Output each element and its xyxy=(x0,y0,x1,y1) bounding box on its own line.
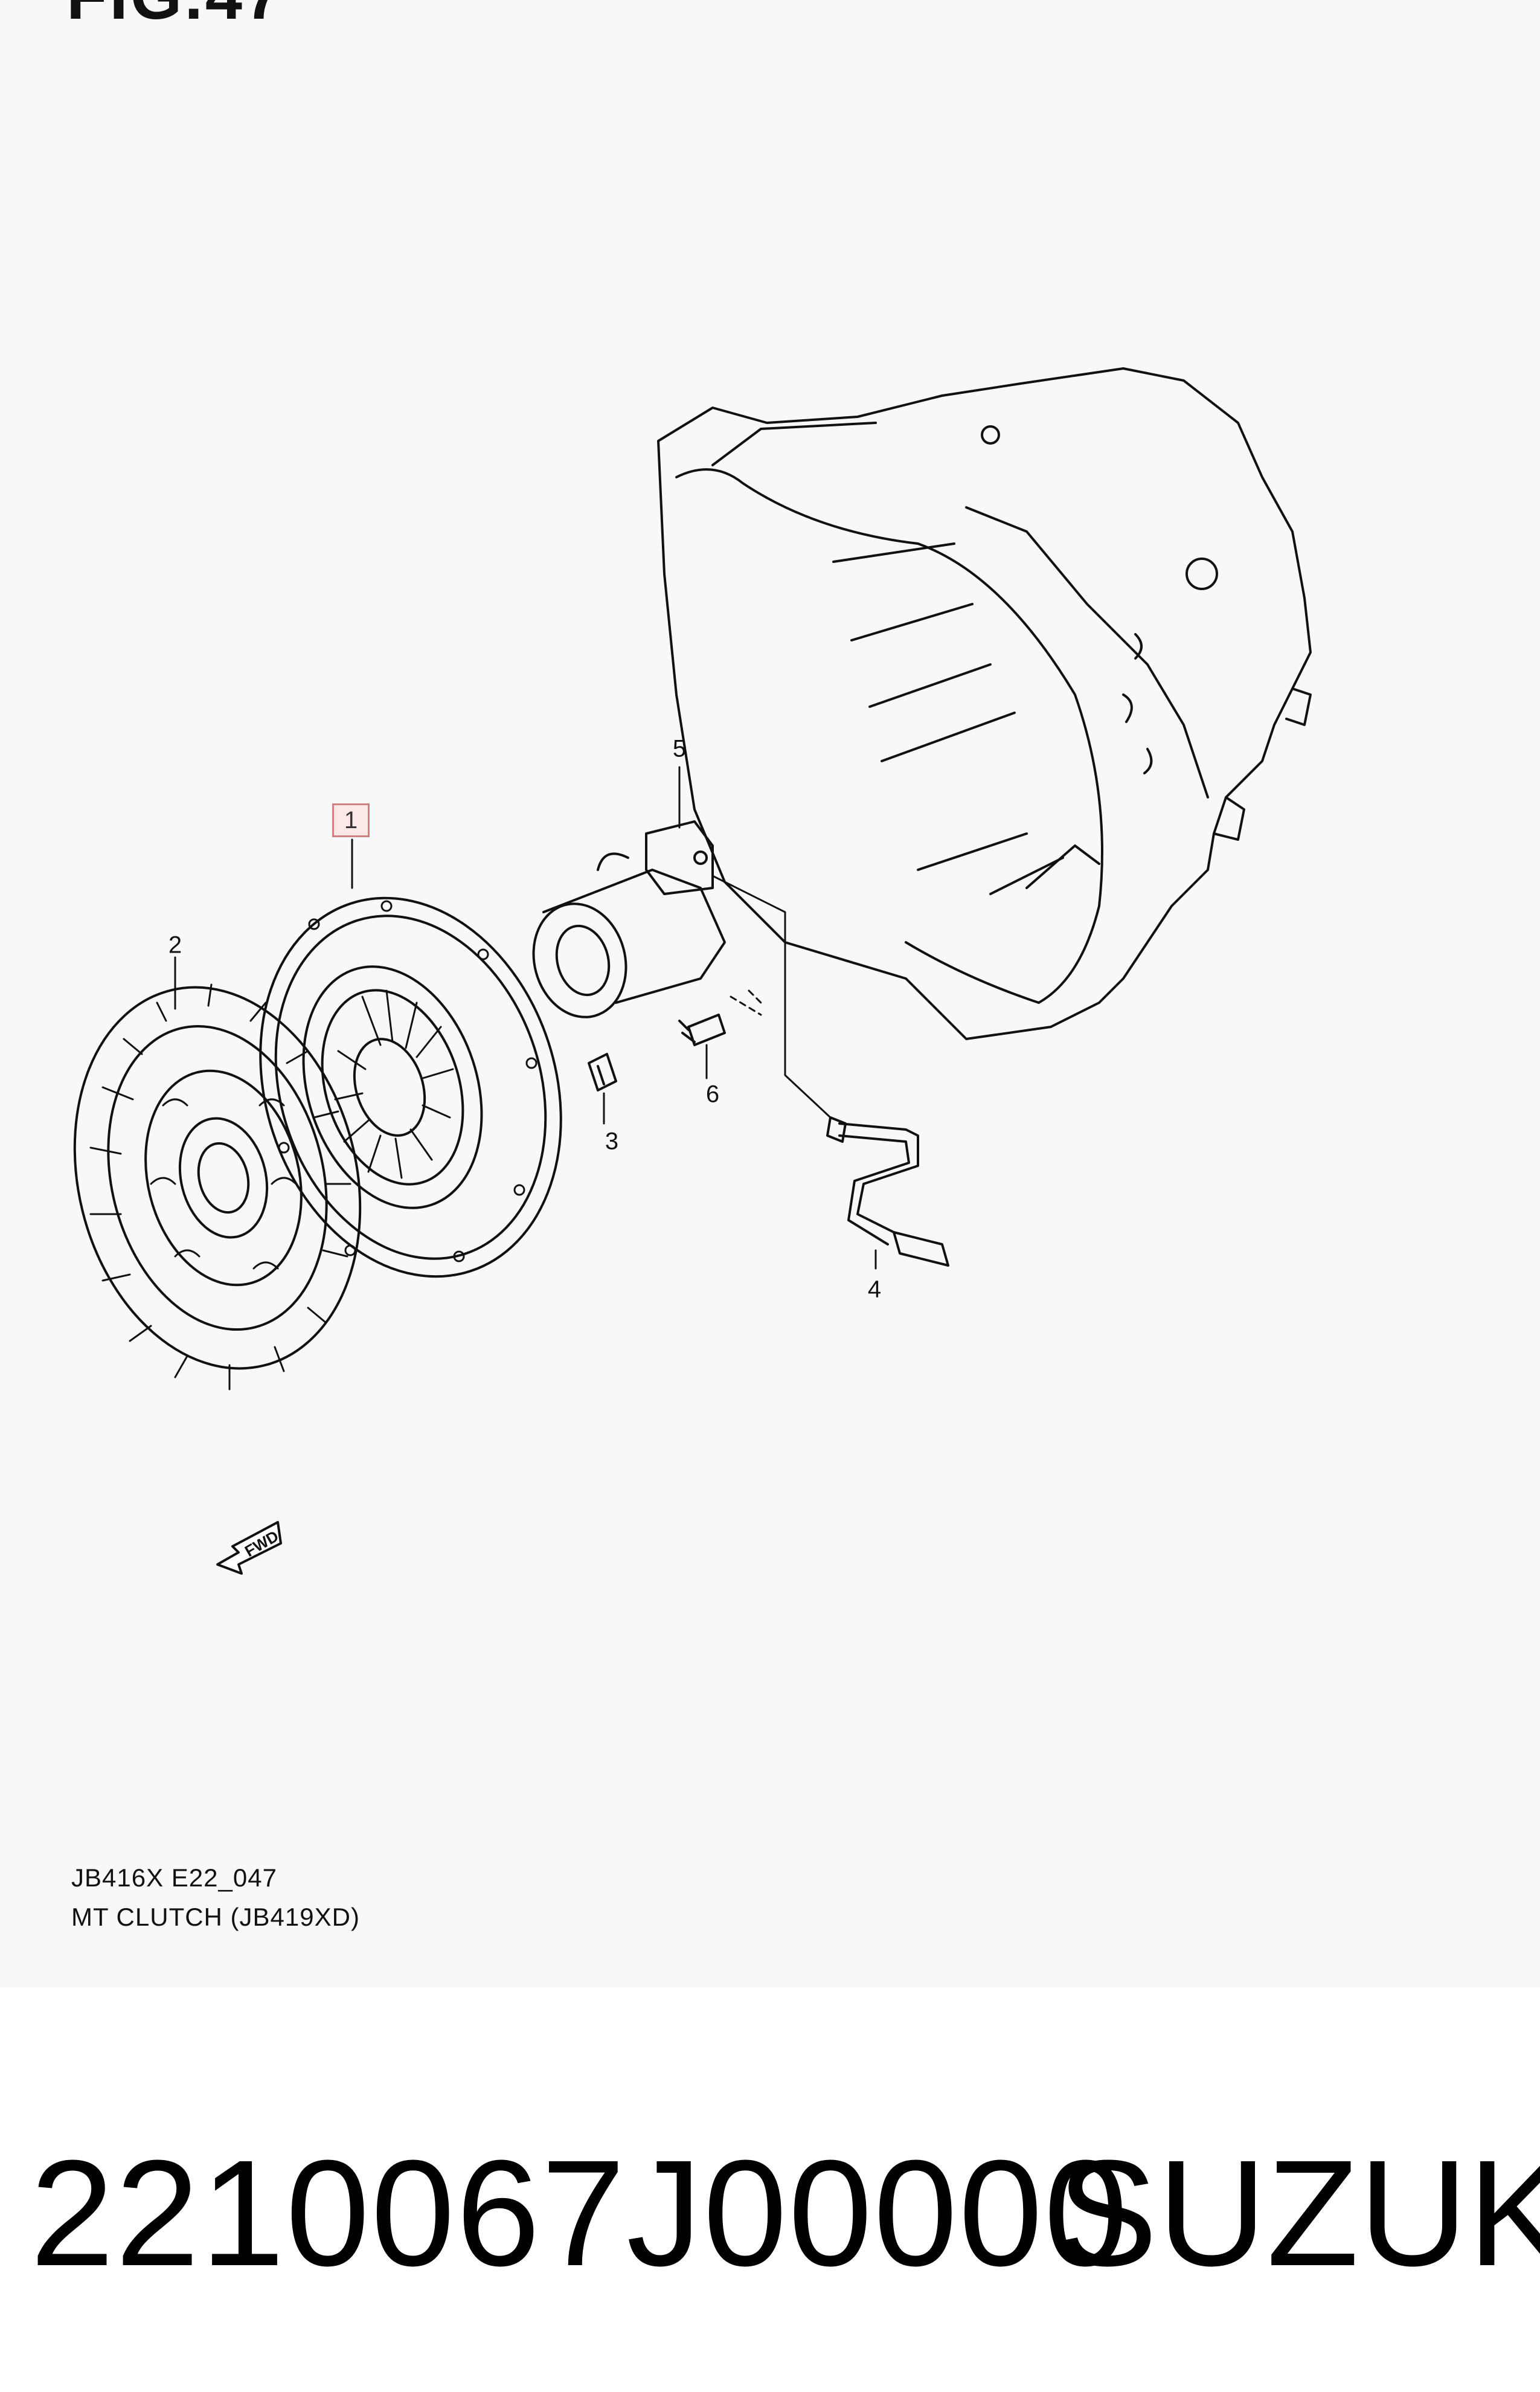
figure-title: FIG.47 xyxy=(66,0,284,34)
product-label-band xyxy=(0,1987,1540,2392)
clutch-disc xyxy=(73,983,362,1391)
brand-name: SUZUKI xyxy=(1057,2129,1540,2297)
callout-3[interactable]: 3 xyxy=(605,1128,619,1155)
bolt-3 xyxy=(588,1053,617,1092)
hydraulic-pipe xyxy=(826,1116,949,1267)
bolt-6 xyxy=(678,1014,726,1046)
diagram-name: MT CLUTCH (JB419XD) xyxy=(71,1903,360,1931)
clutch-cover xyxy=(259,896,562,1278)
callout-4[interactable]: 4 xyxy=(867,1276,882,1303)
callout-5[interactable]: 5 xyxy=(672,735,687,762)
callout-2[interactable]: 2 xyxy=(168,931,182,959)
callout-6[interactable]: 6 xyxy=(705,1081,720,1108)
part-number: 2210067J00000 xyxy=(30,2129,1129,2297)
exploded-view-drawing: FWD xyxy=(73,367,1312,1575)
diagram-panel: FIG.47 xyxy=(66,0,1312,1931)
leader-lines xyxy=(174,766,877,1270)
transmission-housing xyxy=(657,367,1312,1040)
release-bearing xyxy=(532,820,726,1018)
callout-1-highlighted[interactable]: 1 xyxy=(332,803,370,837)
fwd-arrow-icon: FWD xyxy=(216,1521,282,1575)
diagram-code: JB416X E22_047 xyxy=(71,1863,277,1892)
